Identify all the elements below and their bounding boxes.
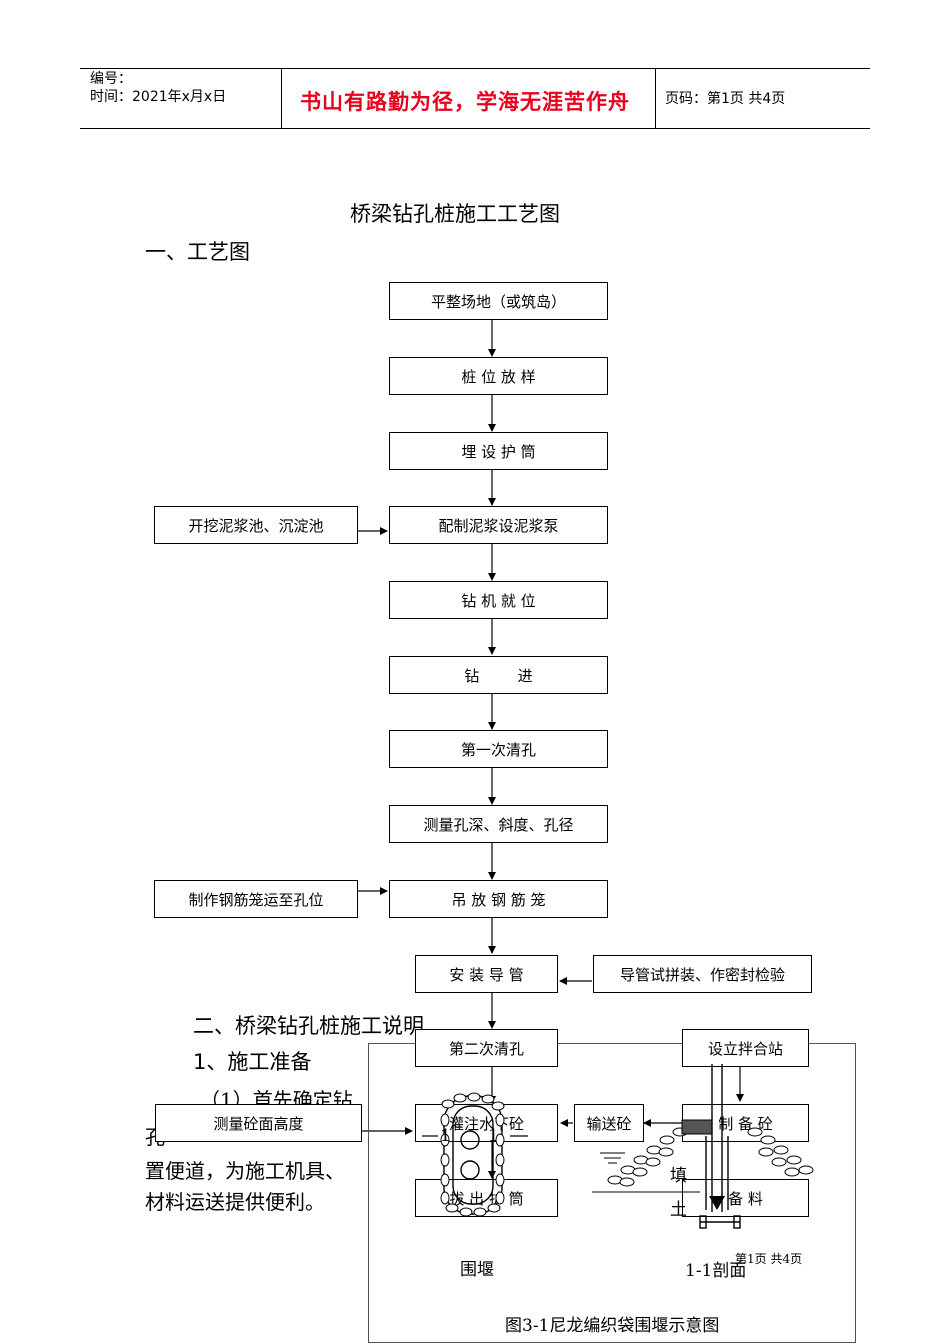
header-divider bbox=[281, 68, 282, 128]
side-transport-concrete: 输送砼 bbox=[574, 1104, 644, 1142]
step-mud-prep: 配制泥浆设泥浆泵 bbox=[389, 506, 608, 544]
side-mixing-station: 设立拌合站 bbox=[682, 1029, 809, 1067]
step-casing-install: 埋 设 护 筒 bbox=[389, 432, 608, 470]
side-cage-fabrication: 制作钢筋笼运至孔位 bbox=[154, 880, 358, 918]
section-mark-right: 1 bbox=[488, 1126, 499, 1146]
section2-heading: 二、桥梁钻孔桩施工说明 bbox=[193, 1014, 424, 1038]
step-cage-lowering: 吊 放 钢 筋 笼 bbox=[389, 880, 608, 918]
section-view-label: 1-1剖面 bbox=[685, 1261, 747, 1281]
header-top-rule bbox=[80, 68, 870, 69]
header-motto: 书山有路勤为径，学海无涯苦作舟 bbox=[300, 90, 630, 114]
side-mud-pit: 开挖泥浆池、沉淀池 bbox=[154, 506, 358, 544]
side-pipe-test: 导管试拼装、作密封检验 bbox=[593, 955, 812, 993]
page-footer: 第1页 共4页 bbox=[735, 1252, 803, 1266]
step-tremie-install: 安 装 导 管 bbox=[415, 955, 558, 993]
fill-label-2: 土 bbox=[670, 1200, 687, 1220]
page-number: 页码：第1页 共4页 bbox=[665, 91, 786, 107]
step-second-cleaning: 第二次清孔 bbox=[415, 1029, 558, 1067]
side-measure-level: 测量砼面高度 bbox=[155, 1104, 362, 1142]
section-mark-left: 1 bbox=[440, 1126, 451, 1146]
step-first-cleaning: 第一次清孔 bbox=[389, 730, 608, 768]
section-heading: 一、工艺图 bbox=[145, 240, 250, 264]
fill-label-1: 填 bbox=[670, 1166, 687, 1186]
header-bottom-rule bbox=[80, 128, 870, 129]
subsection-heading: 1、施工准备 bbox=[193, 1050, 312, 1074]
step-drilling: 钻 进 bbox=[389, 656, 608, 694]
serial-label: 编号： bbox=[90, 71, 132, 87]
para-line-3: 置便道，为施工机具、 bbox=[145, 1159, 345, 1183]
step-casing-removal: 拔 出 护 筒 bbox=[415, 1179, 558, 1217]
header-divider bbox=[655, 68, 656, 128]
figure-frame bbox=[368, 1043, 856, 1343]
time-label: 时间：2021年x月x日 bbox=[90, 89, 227, 105]
figure-caption: 图3-1尼龙编织袋围堰示意图 bbox=[505, 1316, 720, 1336]
document-title: 桥梁钻孔桩施工工艺图 bbox=[350, 202, 560, 226]
step-pile-layout: 桩 位 放 样 bbox=[389, 357, 608, 395]
step-rig-position: 钻 机 就 位 bbox=[389, 581, 608, 619]
cofferdam-label: 围堰 bbox=[460, 1260, 494, 1280]
step-site-leveling: 平整场地（或筑岛） bbox=[389, 282, 608, 320]
para-line-4: 材料运送提供便利。 bbox=[145, 1190, 325, 1214]
step-hole-measure: 测量孔深、斜度、孔径 bbox=[389, 805, 608, 843]
side-materials: 备 料 bbox=[682, 1179, 809, 1217]
